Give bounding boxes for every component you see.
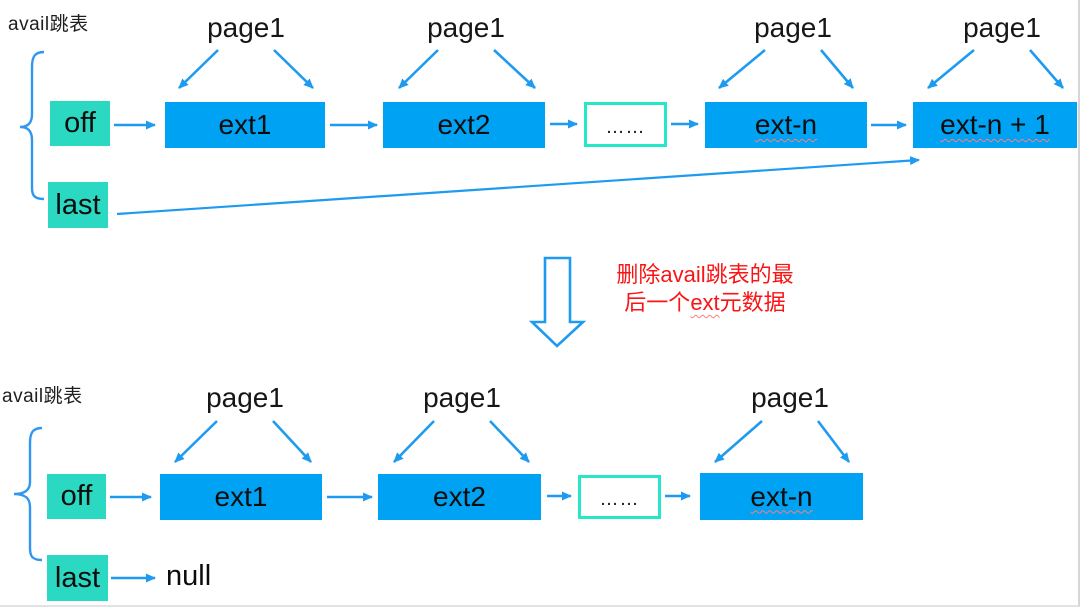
bottom-node-ext1: ext1 bbox=[160, 474, 322, 520]
bottom-page1-arrow-left bbox=[174, 420, 218, 463]
bottom-page-label-2: page1 bbox=[423, 382, 501, 413]
bottom-off-pointer: off bbox=[47, 474, 106, 519]
transition-caption-line1: 删除avail跳表的最 bbox=[616, 262, 794, 287]
top-page-label-3: page1 bbox=[754, 12, 832, 43]
top-page5-arrow-left bbox=[927, 48, 975, 90]
top-brace bbox=[19, 50, 45, 201]
top-node-ext1: ext1 bbox=[165, 102, 325, 148]
transition-down-arrow bbox=[528, 256, 587, 348]
top-arrow-last-to-extn1 bbox=[116, 156, 920, 216]
transition-caption-line2-post: 元数据 bbox=[719, 290, 786, 315]
top-page1-arrow-left bbox=[178, 49, 219, 89]
bottom-page2-arrow-right bbox=[489, 420, 530, 463]
top-node-ext-n-plus-1-label: ext-n + 1 bbox=[940, 109, 1050, 140]
bottom-page3-arrow-left bbox=[714, 420, 763, 463]
bottom-page2-arrow-left bbox=[393, 420, 435, 463]
top-off-pointer: off bbox=[50, 101, 110, 146]
top-page-label-4: page1 bbox=[963, 12, 1041, 43]
bottom-page-label-1: page1 bbox=[206, 382, 284, 413]
transition-caption: 删除avail跳表的最 后一个ext元数据 bbox=[583, 261, 827, 317]
transition-caption-line2-ext: ext bbox=[690, 290, 720, 315]
top-page-label-1: page1 bbox=[207, 12, 285, 43]
top-last-pointer: last bbox=[48, 182, 108, 228]
top-node-ext2: ext2 bbox=[383, 102, 545, 148]
bottom-page-label-3: page1 bbox=[751, 382, 829, 413]
bottom-null-value: null bbox=[166, 560, 212, 592]
top-node-ellipsis: …… bbox=[584, 102, 667, 147]
transition-caption-line2: 后一个ext元数据 bbox=[583, 289, 827, 317]
bottom-node-ext-n-label: ext-n bbox=[750, 480, 813, 512]
bottom-diagram-title: avail跳表 bbox=[2, 386, 83, 407]
top-diagram-title: avail跳表 bbox=[8, 14, 89, 35]
top-node-ext-n-label: ext-n bbox=[754, 109, 818, 140]
top-page4-arrow-right bbox=[820, 49, 854, 89]
top-page1-arrow-right bbox=[273, 49, 314, 89]
top-node-ext-n-plus-1: ext-n + 1 bbox=[913, 102, 1077, 148]
bottom-last-pointer: last bbox=[47, 555, 108, 601]
top-node-ext-n: ext-n bbox=[705, 102, 867, 148]
bottom-page1-arrow-right bbox=[272, 420, 312, 463]
bottom-node-ellipsis: …… bbox=[578, 475, 661, 519]
top-page4-arrow-left bbox=[718, 48, 766, 90]
bottom-node-ext2: ext2 bbox=[378, 474, 541, 520]
transition-caption-line2-pre: 后一个 bbox=[624, 290, 691, 315]
bottom-node-ext-n: ext-n bbox=[700, 473, 863, 520]
bottom-page3-arrow-right bbox=[816, 420, 851, 463]
top-page-label-2: page1 bbox=[427, 12, 505, 43]
top-page2-arrow-left bbox=[398, 49, 439, 89]
top-page2-arrow-right bbox=[493, 49, 536, 89]
bottom-brace bbox=[13, 426, 43, 562]
top-page5-arrow-right bbox=[1029, 49, 1064, 89]
